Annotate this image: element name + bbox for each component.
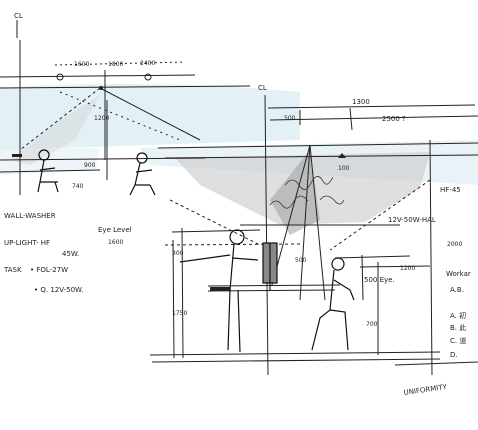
label-dim-2400: 2400 bbox=[140, 60, 155, 67]
task-lamp bbox=[262, 242, 278, 290]
label-hal: 12V-50W-HAL bbox=[388, 216, 436, 224]
label-dim-500-top: 500 bbox=[284, 115, 296, 122]
annotation-labels: CL CL 1600 1800 2400 1200 1300 2500 ? 50… bbox=[3, 12, 471, 397]
people-figures bbox=[37, 149, 355, 353]
section-linework bbox=[0, 20, 478, 376]
label-dim-1300: 1300 bbox=[352, 98, 370, 106]
label-eye-level: Eye Level bbox=[98, 226, 132, 234]
label-dim-1600: 1600 bbox=[74, 61, 89, 68]
label-eye-500: 500 Eye. bbox=[364, 276, 395, 284]
label-dim-1200: 1200 bbox=[94, 115, 109, 122]
label-dim-1750: 1750 bbox=[172, 310, 187, 317]
label-task: TASK bbox=[3, 266, 22, 274]
label-dim-300: 300 bbox=[172, 250, 184, 257]
label-list-b: B. 此 bbox=[450, 323, 466, 332]
label-up-light: UP-LIGHT- HF bbox=[4, 239, 50, 247]
label-up-light-w: 45W. bbox=[62, 250, 79, 258]
label-dim-1200-right: 1200 bbox=[400, 265, 415, 272]
label-dim-2500: 2500 ? bbox=[382, 115, 406, 123]
scribble-hatch bbox=[269, 176, 345, 209]
label-ab: A.B. bbox=[450, 286, 464, 294]
label-cl-left: CL bbox=[14, 12, 23, 20]
label-dim-2000: 2000 bbox=[447, 241, 462, 248]
fixture-marks bbox=[12, 73, 346, 291]
label-dim-100: 100 bbox=[338, 165, 350, 172]
label-dim-700: 700 bbox=[366, 321, 378, 328]
label-uniformity: UNIFORMITY bbox=[403, 383, 448, 397]
label-dim-740: 740 bbox=[72, 183, 84, 190]
label-wall-washer: WALL-WASHER bbox=[4, 212, 56, 220]
label-eye-level-val: 1600 bbox=[108, 239, 123, 246]
label-task-1: • FOL-27W bbox=[30, 266, 68, 274]
label-list-a: A. 初 bbox=[450, 311, 466, 320]
label-workarea: Workar bbox=[446, 270, 471, 278]
label-dim-900: 900 bbox=[84, 162, 96, 169]
label-list-d: D. bbox=[450, 351, 458, 359]
label-dim-1800: 1800 bbox=[108, 61, 123, 68]
label-list-c: C. 道 bbox=[450, 336, 466, 345]
label-cl-right: CL bbox=[258, 84, 267, 92]
label-dim-500-mid: 500 bbox=[295, 257, 307, 264]
label-task-2: • Q. 12V-50W. bbox=[34, 286, 83, 294]
label-hf45: HF-45 bbox=[440, 186, 461, 194]
